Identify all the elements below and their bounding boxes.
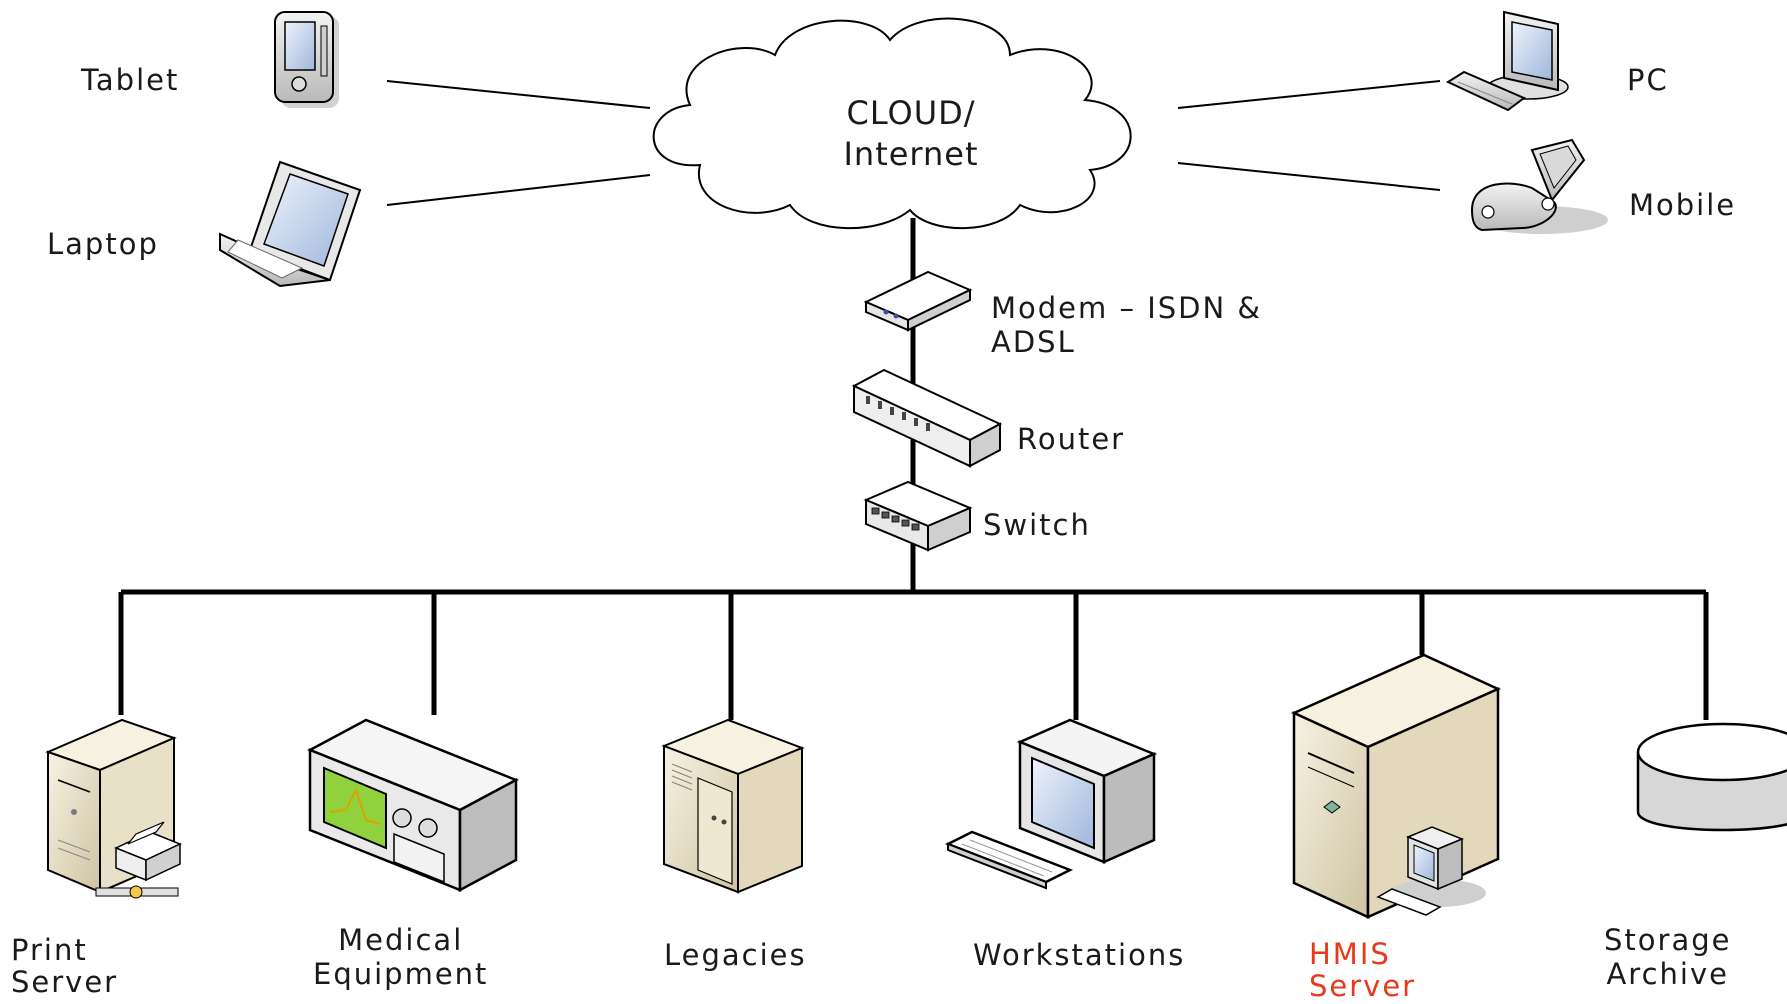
mobile-label: Mobile (1629, 188, 1737, 222)
mobile-link (1177, 162, 1441, 191)
hmis-server-label-line2: Server (1309, 969, 1417, 1003)
pc-icon (1445, 10, 1569, 112)
switch-label: Switch (983, 508, 1091, 542)
laptop-label: Laptop (47, 227, 159, 261)
cloud-label: CLOUD/ Internet (801, 93, 1021, 175)
modem-label: Modem – ISDN & ADSL (991, 291, 1262, 359)
storage-archive-label: Storage Archive (1604, 923, 1731, 991)
pc-label: PC (1627, 63, 1669, 97)
print-server-label: Print Server (11, 934, 118, 998)
modem-label-line2: ADSL (991, 325, 1076, 359)
hmis-server-label-line1: HMIS (1309, 937, 1391, 971)
cloud-label-line1: CLOUD/ (846, 94, 976, 132)
legacies-label: Legacies (664, 938, 807, 972)
medical-equipment-icon (307, 718, 519, 893)
cloud-label-line2: Internet (843, 135, 979, 173)
storage-archive-label-line2: Archive (1606, 957, 1729, 991)
medical-equipment-label: Medical Equipment (313, 923, 488, 991)
router-label: Router (1017, 422, 1126, 456)
switch-icon (863, 480, 973, 552)
hmis-server-label: HMIS Server (1309, 938, 1416, 1002)
storage-archive-label-line1: Storage (1604, 923, 1732, 957)
router-icon (851, 368, 1003, 468)
print-server-icon (45, 718, 182, 899)
cloud-icon (652, 17, 1132, 230)
storage-archive-icon (1636, 722, 1787, 832)
medical-equipment-label-line2: Equipment (313, 957, 489, 991)
medical-equipment-label-line1: Medical (338, 923, 464, 957)
workstations-label: Workstations (973, 938, 1186, 972)
modem-icon (863, 270, 973, 332)
legacies-icon (661, 718, 805, 894)
tablet-label: Tablet (81, 63, 180, 97)
modem-label-line1: Modem – ISDN & (991, 291, 1263, 325)
workstations-icon (944, 718, 1158, 890)
print-server-label-line1: Print (11, 933, 88, 967)
pc-link (1177, 80, 1441, 109)
laptop-link (386, 174, 651, 206)
laptop-icon (219, 160, 362, 288)
tablet-icon (274, 11, 339, 108)
mobile-icon (1470, 138, 1608, 234)
print-server-label-line2: Server (11, 965, 119, 999)
tablet-link (386, 80, 651, 109)
hmis-server-icon (1290, 653, 1502, 919)
